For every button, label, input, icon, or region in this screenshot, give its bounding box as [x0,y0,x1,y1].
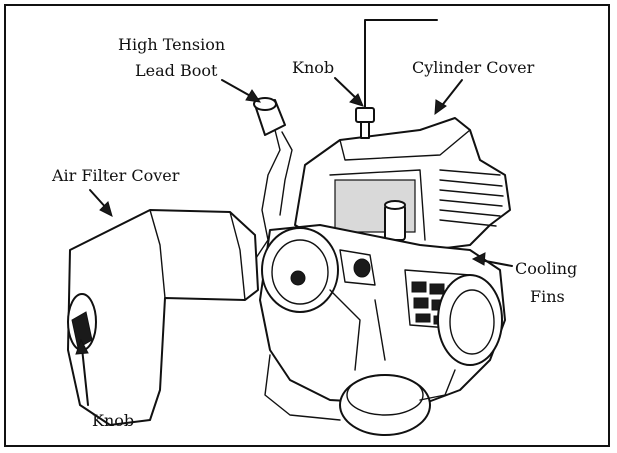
label-lead-boot: Lead Boot [135,61,218,80]
cover-fins [439,169,504,227]
label-high-tension: High Tension [118,35,226,54]
label-cylinder-cover: Cylinder Cover [412,58,535,77]
label-knob-top: Knob [292,58,335,77]
label-fins: Fins [530,287,565,306]
air-filter-cover [67,209,259,426]
corner-bracket [364,19,438,116]
flywheel [437,274,503,366]
label-cooling: Cooling [515,259,578,278]
pointer-arrows [75,77,513,406]
engine-body [259,117,511,436]
knob-screw [355,107,375,139]
label-air-filter-cover: Air Filter Cover [52,166,180,185]
lead-boot [239,97,293,296]
label-knob-bottom: Knob [92,411,135,430]
